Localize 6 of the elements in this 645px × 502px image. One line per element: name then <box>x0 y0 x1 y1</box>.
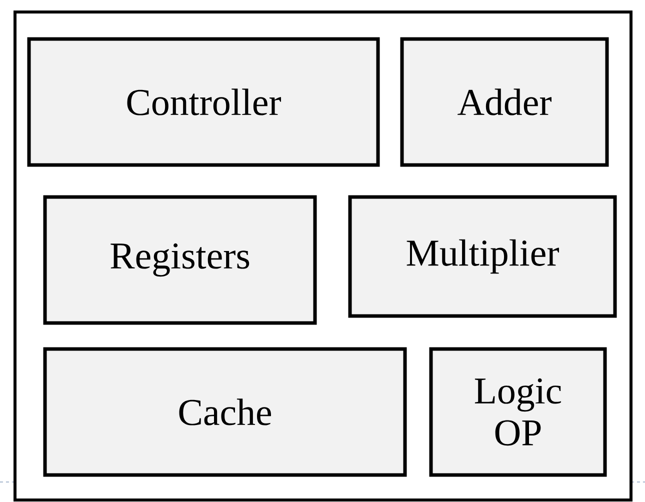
component-box: Multiplier <box>348 195 617 318</box>
component-box: Registers <box>43 195 317 325</box>
component-box: Logic OP <box>429 347 607 477</box>
component-box: Adder <box>400 37 609 167</box>
component-box: Cache <box>43 347 407 477</box>
component-box: Controller <box>27 37 380 167</box>
